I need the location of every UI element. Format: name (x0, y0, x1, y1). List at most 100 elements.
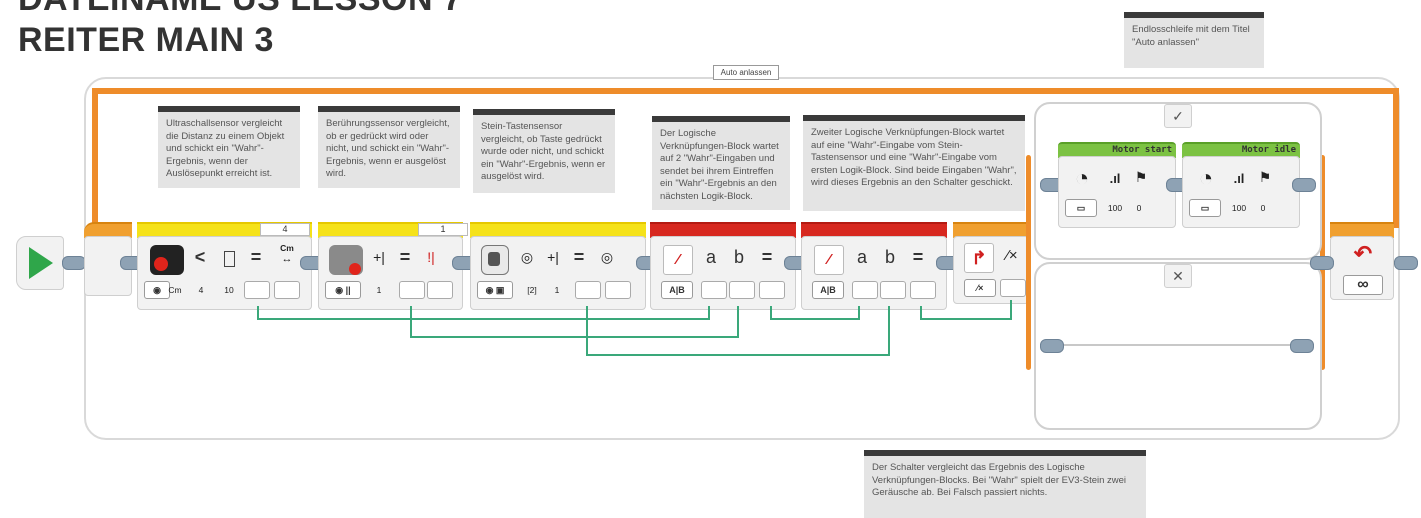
logic-operations-block-1[interactable]: ⁄ a b = A|B (650, 236, 796, 310)
output-plug-2[interactable] (427, 281, 453, 299)
switch-icon: ↱ (964, 243, 994, 273)
compare-type-value[interactable]: 4 (198, 285, 204, 295)
switch-orange-left (1026, 155, 1031, 370)
logic-mode-selector[interactable]: A|B (661, 281, 693, 299)
switch-block[interactable]: ↱ ⁄× ⁄× (953, 236, 1029, 304)
input-a-plug[interactable] (701, 281, 727, 299)
logic-icon: ⁄ (814, 245, 844, 275)
result-plug[interactable] (910, 281, 936, 299)
sound1-title[interactable]: Motor start (1112, 145, 1172, 155)
logic2-header-bar (801, 222, 947, 238)
output-plug-1[interactable] (575, 281, 601, 299)
infinity-icon[interactable]: ∞ (1343, 275, 1383, 295)
data-wire (858, 306, 860, 320)
sound-mode-selector[interactable]: ▭ (1065, 199, 1097, 217)
output-plug-1[interactable] (244, 281, 270, 299)
button-select-icon: ◎ (520, 249, 534, 265)
threshold-value[interactable]: 10 (224, 285, 234, 295)
touch-state-icon: +| (373, 249, 385, 265)
input-b-plug[interactable] (880, 281, 906, 299)
data-wire (586, 354, 890, 356)
title-line-1: DATEINAME US LESSON 7 (18, 0, 462, 19)
input-b[interactable]: b (733, 247, 744, 267)
brick-button-compare-block[interactable]: ◎ +| = ◎ ◉ ▣ [2] 1 (470, 236, 646, 310)
input-b[interactable]: b (884, 247, 895, 267)
switch-false-case[interactable] (1034, 262, 1322, 430)
port-selector[interactable]: 4 (260, 223, 310, 236)
data-wire (708, 306, 710, 320)
touch-compare-block[interactable]: +| = !| ◉ || 1 (318, 236, 463, 310)
mode-selector[interactable]: ◉ ▣ (477, 281, 513, 299)
output-plug-1[interactable] (399, 281, 425, 299)
data-wire (410, 336, 738, 338)
input-b-plug[interactable] (729, 281, 755, 299)
data-wire (410, 306, 412, 338)
play-type-icon: ⚑ (1134, 169, 1148, 185)
button-id-value[interactable]: [2] (527, 285, 537, 295)
result-plug[interactable] (759, 281, 785, 299)
output-plug-2[interactable] (274, 281, 300, 299)
logic-operations-block-2[interactable]: ⁄ a b = A|B (801, 236, 947, 310)
logic-mode-selector[interactable]: A|B (812, 281, 844, 299)
mode-selector[interactable]: ◉ (144, 281, 170, 299)
play-type-icon: ⚑ (1258, 169, 1272, 185)
sound2-title[interactable]: Motor idle (1241, 145, 1296, 155)
sound-block-2[interactable]: ◔ .ıl ⚑ ▭ 100 0 (1182, 156, 1300, 228)
switch-mode-selector[interactable]: ⁄× (964, 279, 996, 297)
input-a-plug[interactable] (852, 281, 878, 299)
volume-icon: .ıl (1109, 171, 1121, 186)
comment-brick-button[interactable]: Stein-Tastensensor vergleicht, ob Taste … (473, 109, 615, 193)
data-wire (920, 318, 1012, 320)
logic-mode-icon: ⁄× (1006, 247, 1018, 264)
sound2-header-bar (1182, 142, 1300, 158)
false-case-sequence-line (1046, 344, 1312, 346)
ultrasonic-compare-block[interactable]: < = Cm ↔ ◉ Cm 4 10 (137, 236, 312, 310)
speaker-icon: ◔ (1074, 165, 1090, 192)
output-plug-2[interactable] (605, 281, 631, 299)
volume-value[interactable]: 100 (1231, 203, 1247, 213)
state-value[interactable]: 1 (554, 285, 560, 295)
comment-loop[interactable]: Endlosschleife mit dem Titel "Auto anlas… (1124, 12, 1264, 68)
comment-switch[interactable]: Der Schalter vergleicht das Ergebnis des… (864, 450, 1146, 518)
loop-start-bar (84, 222, 132, 238)
case-connector (1290, 339, 1314, 353)
mode-selector[interactable]: ◉ || (325, 281, 361, 299)
comment-logic-1[interactable]: Der Logische Verknüpfungen-Block wartet … (652, 116, 790, 210)
data-wire (586, 306, 588, 356)
play-start-icon (29, 247, 53, 279)
threshold-icon (224, 251, 235, 267)
input-a[interactable]: a (705, 247, 716, 267)
comment-logic-2[interactable]: Zweiter Logische Verknüpfungen-Block war… (803, 115, 1025, 211)
less-than-operator[interactable]: < (194, 247, 206, 267)
play-type-value[interactable]: 0 (1260, 203, 1266, 213)
case-connector (1040, 339, 1064, 353)
start-block[interactable] (16, 236, 64, 290)
input-a[interactable]: a (856, 247, 867, 267)
data-wire (770, 318, 860, 320)
volume-value[interactable]: 100 (1107, 203, 1123, 213)
sequence-connector (1310, 256, 1334, 270)
comment-touch[interactable]: Berührungssensor vergleicht, ob er gedrü… (318, 106, 460, 188)
switch-header-bar (953, 222, 1029, 238)
data-wire (257, 306, 259, 320)
false-case-tab[interactable]: ✕ (1164, 264, 1192, 288)
touch-result-icon: !| (427, 249, 435, 265)
sound-mode-selector[interactable]: ▭ (1189, 199, 1221, 217)
play-type-value[interactable]: 0 (1136, 203, 1142, 213)
comment-ultrasonic[interactable]: Ultraschallsensor vergleicht die Distanz… (158, 106, 300, 188)
loop-wire-left (92, 88, 98, 228)
equals-output: = (912, 247, 924, 267)
state-value[interactable]: 1 (376, 285, 382, 295)
sound-block-1[interactable]: ◔ .ıl ⚑ ▭ 100 0 (1058, 156, 1176, 228)
port-selector[interactable]: 1 (418, 223, 468, 236)
loop-end-block[interactable]: ↶ ∞ (1330, 236, 1394, 300)
data-wire (257, 318, 709, 320)
data-wire (888, 306, 890, 356)
true-case-tab[interactable]: ✓ (1164, 104, 1192, 128)
equals-output: = (250, 247, 262, 267)
switch-input-plug[interactable] (1000, 279, 1026, 297)
sound1-header-bar (1058, 142, 1176, 158)
loop-title[interactable]: Auto anlassen (713, 65, 779, 80)
equals-output: = (761, 247, 773, 267)
brick-button-header-bar (470, 222, 646, 238)
